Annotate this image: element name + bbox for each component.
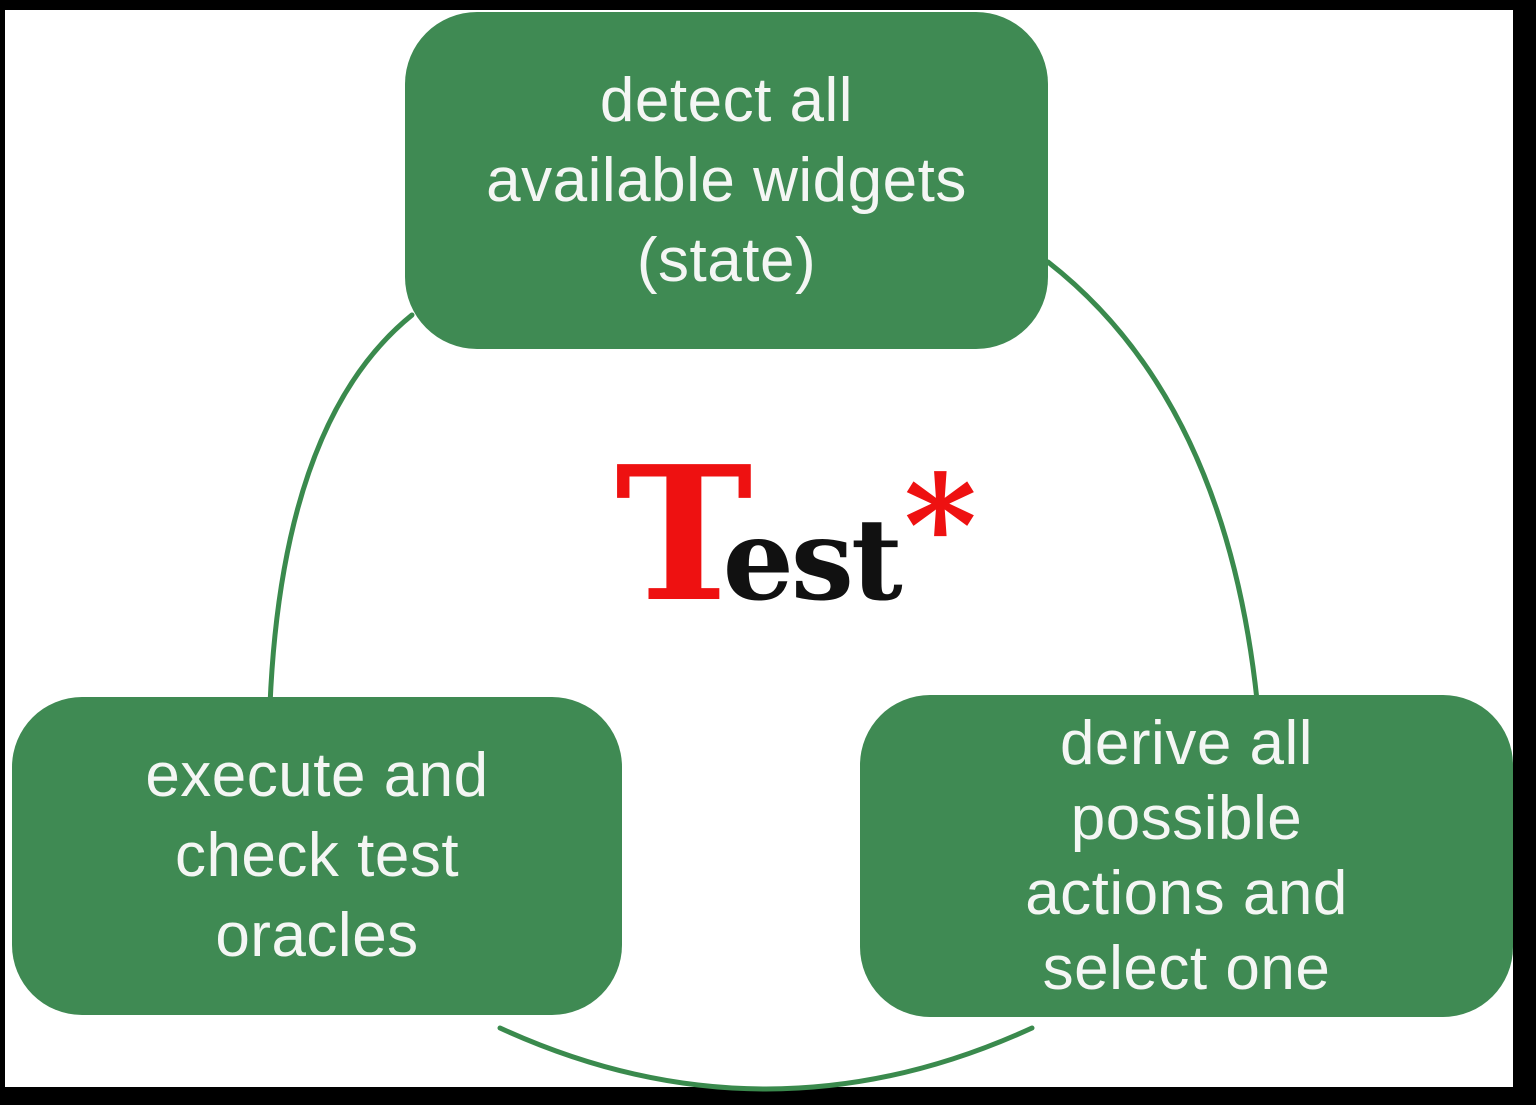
node-derive-actions: derive all possible actions and select o… xyxy=(860,695,1513,1017)
node-label-line: oracles xyxy=(215,901,419,970)
logo-letter-t: T xyxy=(615,425,753,643)
node-label-line: actions and xyxy=(1025,859,1348,928)
arc-top-to-right xyxy=(1045,259,1260,703)
node-label-line: possible xyxy=(1070,784,1303,853)
node-label-line: check test xyxy=(174,821,460,890)
arc-bottom xyxy=(497,1025,1035,1092)
node-label-line: derive all xyxy=(1059,709,1314,778)
logo-text-est: est xyxy=(722,495,903,626)
testar-logo: T est * xyxy=(615,442,977,627)
node-label-line: select one xyxy=(1042,934,1331,1003)
logo-asterisk-icon: * xyxy=(903,445,977,609)
node-detect-widgets: detect all available widgets (state) xyxy=(405,12,1048,349)
node-label-line: execute and xyxy=(145,741,489,810)
node-label-line: (state) xyxy=(636,225,817,295)
node-label-line: available widgets xyxy=(486,145,967,215)
arc-top-to-left xyxy=(267,312,415,708)
node-execute-oracles: execute and check test oracles xyxy=(12,697,622,1015)
node-label-line: detect all xyxy=(599,65,854,135)
